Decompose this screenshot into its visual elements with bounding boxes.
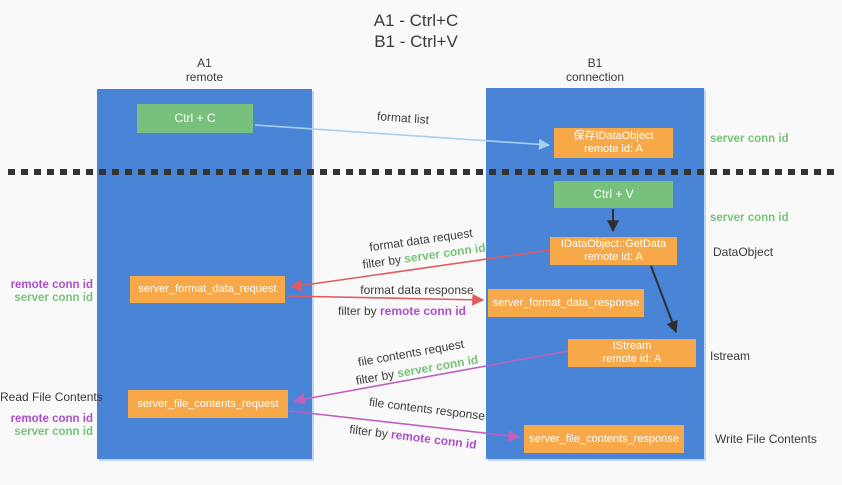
node-ctrl-v: Ctrl + V <box>554 181 673 208</box>
node-ctrl-c: Ctrl + C <box>137 104 253 133</box>
lane-header-a1: A1 remote <box>97 56 312 84</box>
label-filter-remote-2: filter by remote conn id <box>349 422 478 451</box>
dotted-separator-line <box>8 169 836 175</box>
node-server-format-data-request: server_format_data_request <box>130 276 285 303</box>
left-server-conn-id-1: server conn id <box>14 292 93 304</box>
right-istream-label: Istream <box>710 349 751 363</box>
node-server-file-contents-request: server_file_contents_request <box>128 390 288 418</box>
file-request-label: server_file_contents_request <box>137 397 279 410</box>
right-server-conn-id-mid: server conn id <box>710 212 789 224</box>
node-istream: IStream remote id: A <box>568 339 696 367</box>
label-filter-remote-1: filter by remote conn id <box>338 304 466 318</box>
file-response-label: server_file_contents_response <box>529 432 679 445</box>
title-line-2: B1 - Ctrl+V <box>374 32 458 51</box>
filter-by-text-4: filter by <box>348 422 393 442</box>
istream-line1: IStream <box>612 340 652 352</box>
left-conn-ids-format: remote conn id server conn id <box>0 279 93 305</box>
getdata-line1: IDataObject::GetData <box>560 238 667 250</box>
filter-by-text-2: filter by <box>337 304 380 318</box>
label-format-data-response: format data response <box>360 283 474 297</box>
left-read-file-contents-label: Read File Contents <box>0 390 103 404</box>
lane-b1-role: connection <box>565 70 625 84</box>
format-response-label: server_format_data_response <box>492 296 640 309</box>
save-idataobject-line1: 保存IDataObject <box>573 130 654 142</box>
ctrl-v-label: Ctrl + V <box>593 187 634 201</box>
left-remote-conn-id-2: remote conn id <box>10 413 93 425</box>
filter-by-text-3: filter by <box>354 366 399 388</box>
node-save-idataobject: 保存IDataObject remote id: A <box>554 128 673 158</box>
left-conn-ids-file: remote conn id server conn id <box>0 413 93 439</box>
lane-a1-name: A1 <box>197 56 212 70</box>
left-remote-conn-id-1: remote conn id <box>10 279 93 291</box>
title-line-1: A1 - Ctrl+C <box>373 11 459 30</box>
lane-a1-role: remote <box>185 70 224 84</box>
right-write-file-contents-label: Write File Contents <box>715 432 817 446</box>
node-idataobject-getdata: IDataObject::GetData remote id: A <box>550 237 677 265</box>
filter-remote-conn-id-1: remote conn id <box>380 304 467 318</box>
istream-line2: remote id: A <box>602 353 662 365</box>
ctrl-c-label: Ctrl + C <box>174 111 216 125</box>
save-idataobject-line2: remote id: A <box>584 143 643 155</box>
label-file-contents-response: file contents response <box>368 394 486 424</box>
getdata-line2: remote id: A <box>584 251 643 263</box>
node-server-file-contents-response: server_file_contents_response <box>524 425 684 453</box>
format-request-label: server_format_data_request <box>138 283 277 295</box>
filter-remote-conn-id-2: remote conn id <box>390 427 478 452</box>
left-server-conn-id-2: server conn id <box>14 426 93 438</box>
node-server-format-data-response: server_format_data_response <box>488 289 644 317</box>
diagram-title: A1 - Ctrl+C B1 - Ctrl+V <box>0 10 832 52</box>
lane-b1-name: B1 <box>587 56 603 70</box>
right-server-conn-id-top: server conn id <box>710 133 789 145</box>
right-dataobject-label: DataObject <box>713 245 774 259</box>
label-format-list: format list <box>376 109 430 127</box>
lane-header-b1: B1 connection <box>486 56 704 84</box>
filter-by-text-1: filter by <box>361 251 406 272</box>
